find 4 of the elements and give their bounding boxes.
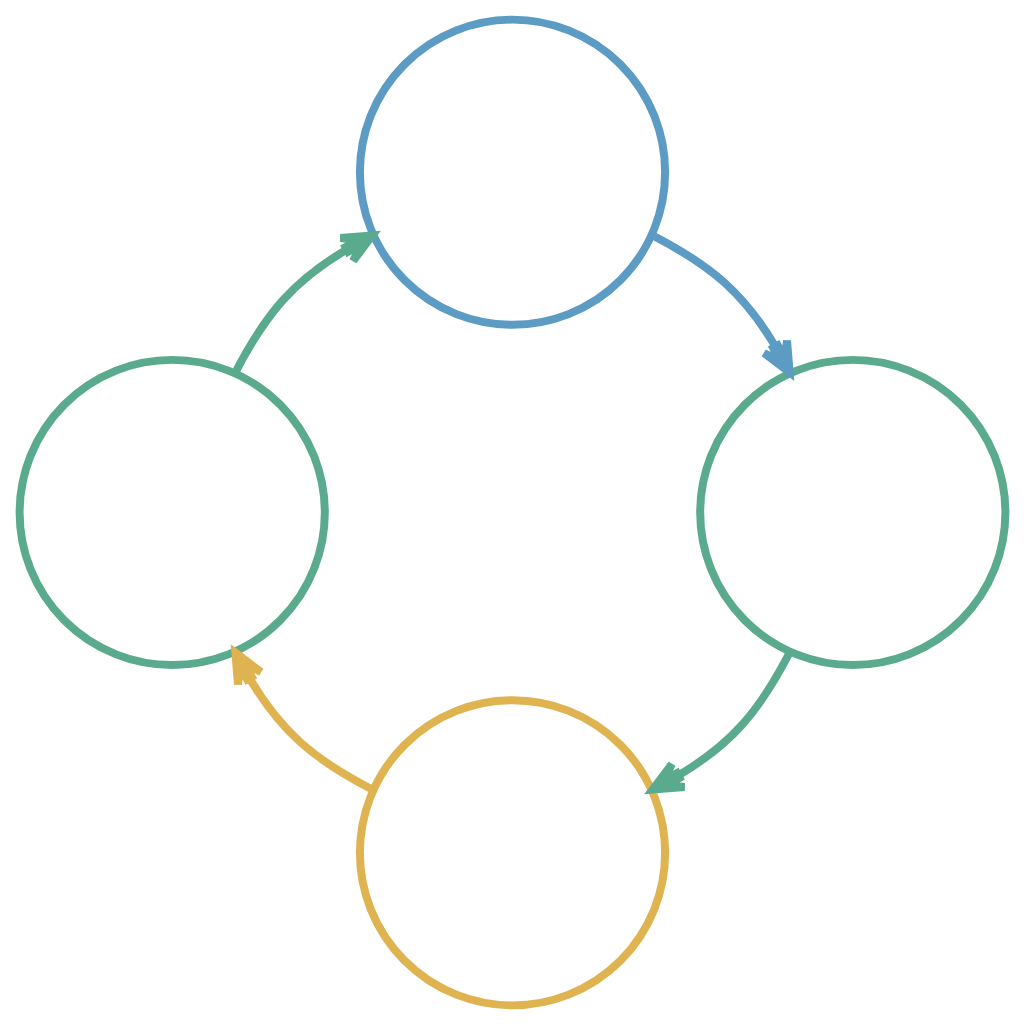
node-circle <box>355 695 669 1009</box>
node-circle <box>15 355 329 669</box>
node-circle <box>695 355 1009 669</box>
node-circle <box>355 15 669 329</box>
